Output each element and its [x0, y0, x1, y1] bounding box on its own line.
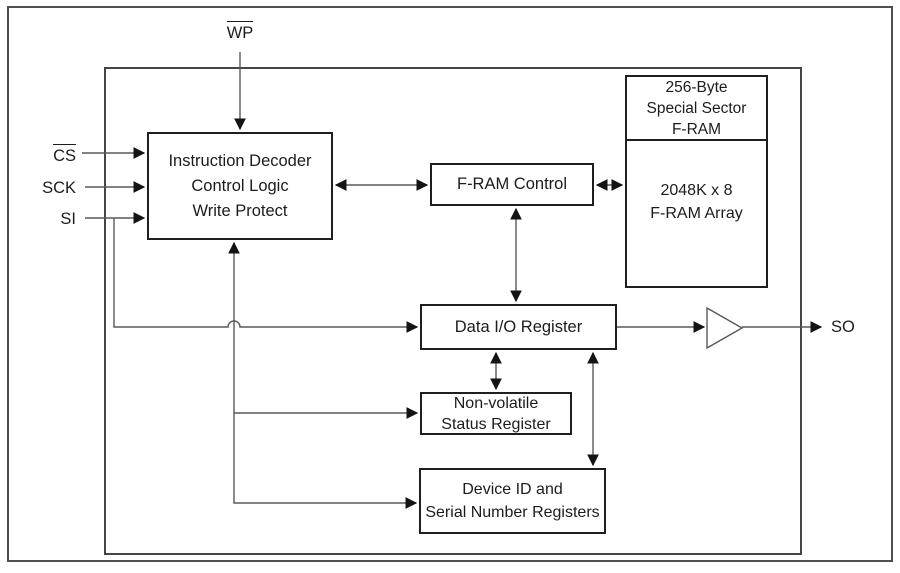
block-label-line: Status Register: [441, 415, 551, 433]
pin-label-so: SO: [831, 317, 871, 337]
pin-cs-text: CS: [53, 144, 76, 166]
block-status-register: Non-volatile Status Register: [420, 392, 572, 435]
block-instruction-decoder: Instruction Decoder Control Logic Write …: [147, 132, 333, 240]
block-label-line: Serial Number Registers: [425, 504, 600, 521]
block-label-line: Special Sector: [646, 99, 747, 117]
block-fram-memory: 256-Byte Special Sector F-RAM 2048K x 8 …: [625, 75, 768, 288]
block-data-io-register: Data I/O Register: [420, 304, 617, 350]
block-label-line: 256-Byte: [665, 78, 728, 96]
block-label-line: F-RAM: [671, 120, 722, 138]
block-label-line: Control Logic: [191, 176, 289, 195]
block-label-line: Instruction Decoder: [168, 151, 312, 170]
block-label-line: F-RAM Array: [650, 205, 743, 222]
figure-frame: [7, 6, 893, 562]
pin-label-wp: WP: [214, 21, 266, 43]
block-label-line: F-RAM Control: [456, 175, 567, 193]
block-label-line: Non-volatile: [453, 394, 539, 412]
pin-label-si: SI: [30, 209, 76, 229]
block-fram-control: F-RAM Control: [430, 163, 594, 206]
block-device-id-registers: Device ID and Serial Number Registers: [419, 468, 606, 534]
pin-so-text: SO: [831, 318, 855, 336]
pin-label-sck: SCK: [26, 178, 76, 198]
chip-boundary: [104, 67, 802, 555]
pin-sck-text: SCK: [42, 179, 76, 197]
block-label-line: Data I/O Register: [454, 317, 583, 336]
block-label-line: 2048K x 8: [660, 182, 733, 199]
block-fram-array: 2048K x 8 F-RAM Array: [627, 141, 766, 286]
block-label-line: Device ID and: [462, 481, 563, 498]
block-label-line: Write Protect: [192, 201, 288, 220]
pin-si-text: SI: [60, 210, 76, 228]
wire-decoder-to-device-id: [228, 241, 418, 509]
output-buffer-icon: [706, 306, 744, 350]
block-special-sector: 256-Byte Special Sector F-RAM: [627, 77, 766, 141]
pin-label-cs: CS: [30, 144, 76, 166]
pin-wp-text: WP: [226, 21, 254, 43]
